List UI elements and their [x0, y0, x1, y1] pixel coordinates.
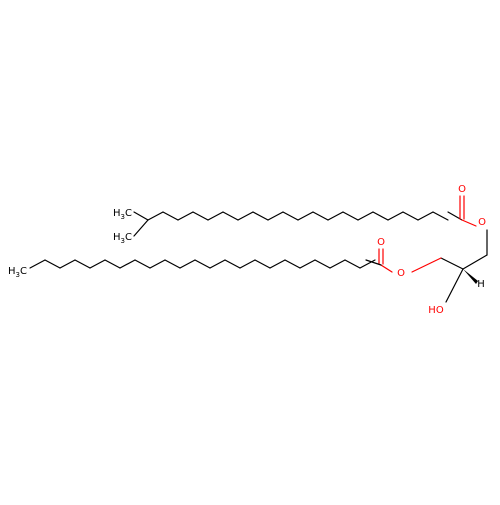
upper-chain-bond-12 [327, 211, 344, 221]
lower-chain-methyl-label: H3C [8, 266, 27, 279]
upper-chain-bond-0 [147, 211, 164, 221]
upper-chain-bond-17 [402, 211, 419, 221]
upper-chain-bond-7 [252, 211, 269, 221]
lower-chain-bond-22 [359, 259, 376, 269]
lower-carbonyl-oxygen-label: O [377, 237, 385, 248]
lower-chain-bond-15 [254, 259, 271, 269]
lower-chain-bond-13 [224, 259, 241, 269]
lower-chain-bond-7 [134, 259, 151, 269]
upper-chain-bond-14 [357, 211, 374, 221]
backbone-bond-2 [440, 257, 464, 270]
hydroxyl-label: HO [428, 305, 444, 316]
upper-chain-bond-4 [207, 211, 224, 221]
branch-methyl-2-label: H3C [113, 232, 132, 245]
stereo-hydrogen-label: H [477, 279, 485, 290]
upper-chain-bond-18 [417, 211, 434, 221]
upper-chain-bond-9 [282, 211, 299, 221]
lower-chain-bond-6 [119, 259, 136, 269]
upper-chain-bond-8 [267, 211, 284, 221]
branch-bond-upper [133, 211, 149, 221]
upper-ester-bond [461, 219, 477, 227]
lower-och2-bond [411, 257, 442, 273]
hydroxyl-bond [445, 268, 464, 303]
upper-chain-bond-6 [237, 211, 254, 221]
lower-chain-bond-3 [74, 259, 91, 269]
backbone-bond-1 [462, 254, 488, 270]
upper-chain-bond-15 [372, 211, 389, 221]
lower-chain-bond-9 [164, 259, 181, 269]
upper-chain-bond-16 [387, 211, 404, 221]
lower-chain-bond-0 [29, 259, 46, 269]
branch-methyl-1-label: H3C [113, 208, 132, 221]
lower-chain-bond-14 [239, 259, 256, 269]
upper-ester-oxygen-label: O [478, 217, 486, 228]
lower-chain-bond-12 [209, 259, 226, 269]
upper-chain-bond-5 [222, 211, 239, 221]
lower-ester-bond [380, 264, 393, 273]
bond-layer [29, 195, 488, 303]
lower-chain-bond-16 [269, 259, 286, 269]
lower-chain-bond-21 [344, 259, 361, 269]
stereo-wedge-bond [463, 269, 478, 284]
upper-chain-bond-1 [162, 211, 179, 221]
lower-chain-bond-1 [44, 259, 61, 269]
upper-carbonyl-oxygen-label: O [458, 184, 466, 195]
upper-chain-bond-10 [297, 211, 314, 221]
lower-chain-bond-11 [194, 259, 211, 269]
lower-chain-bond-17 [284, 259, 301, 269]
upper-chain-bond-11 [312, 211, 329, 221]
lower-chain-bond-10 [179, 259, 196, 269]
lower-chain-bond-18 [299, 259, 316, 269]
atom-label-layer: H3C H3C H3C O O O O HO H [8, 184, 486, 316]
upper-chain-bond-19 [432, 211, 449, 221]
lower-chain-bond-8 [149, 259, 166, 269]
lower-chain-bond-2 [59, 259, 76, 269]
upper-chain-bond-3 [192, 211, 209, 221]
lower-ester-oxygen-label: O [397, 268, 405, 279]
lower-chain-link [365, 259, 382, 266]
upper-chain-bond-13 [342, 211, 359, 221]
upper-chain-bond-2 [177, 211, 194, 221]
branch-bond-lower [133, 219, 149, 237]
lower-chain-bond-19 [314, 259, 331, 269]
lower-chain-bond-20 [329, 259, 346, 269]
lower-chain-bond-5 [104, 259, 121, 269]
lower-chain-bond-4 [89, 259, 106, 269]
